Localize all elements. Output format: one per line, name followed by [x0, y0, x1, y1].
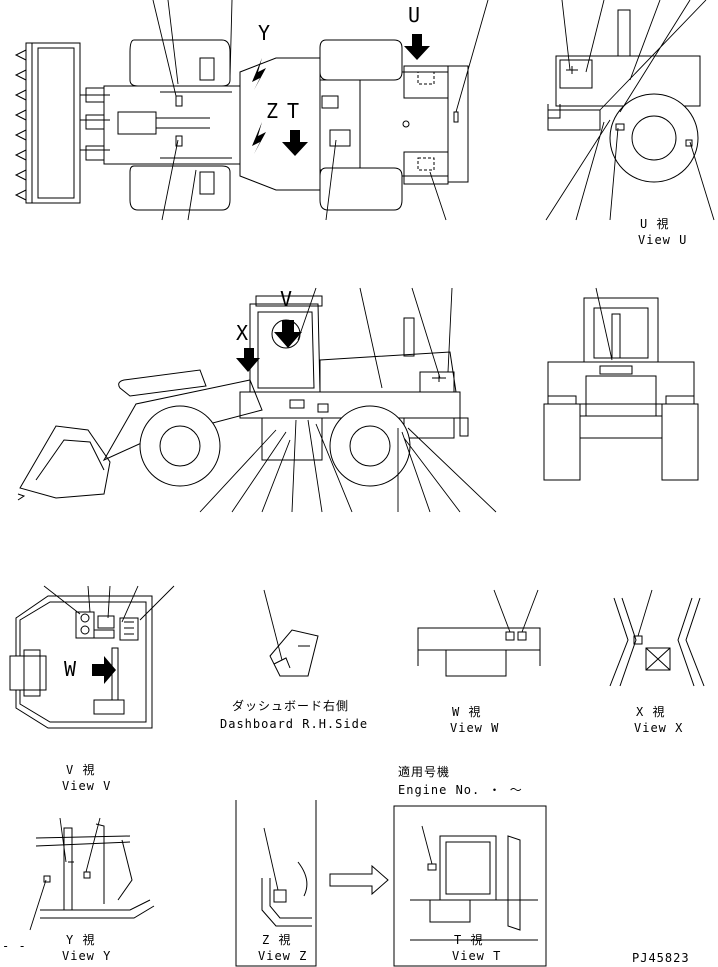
view-t-jp: T 視 [454, 932, 483, 947]
view-x-en: View X [634, 721, 683, 735]
dashboard-jp: ダッシュボード右側 [232, 698, 349, 713]
view-u-en: View U [638, 233, 687, 247]
arrow-letter-x: X [236, 321, 248, 345]
bucket-plan [14, 42, 110, 204]
view-z-drawing: Z 視 View Z [235, 800, 317, 967]
serial-en: Engine No. ・ ～ [398, 783, 523, 797]
view-v-drawing: W V 視 View V [9, 585, 175, 793]
arrow-letter-w: W [64, 657, 77, 681]
side-view: V X [17, 287, 497, 513]
view-w-drawing: W 視 View W [417, 589, 541, 735]
view-z-en: View Z [258, 949, 307, 963]
view-y-drawing: Y 視 View Y [29, 817, 155, 963]
rear-view [543, 287, 699, 481]
view-w-en: View W [450, 721, 499, 735]
arrow-letter-u: U [408, 3, 420, 27]
dashboard-drawing: ダッシュボード右側 Dashboard R.H.Side [220, 589, 368, 731]
corner-mark: - - [2, 939, 27, 953]
view-y-en: View Y [62, 949, 111, 963]
dashboard-en: Dashboard R.H.Side [220, 717, 368, 731]
view-x-jp: X 視 [636, 704, 665, 719]
view-v-jp: V 視 [66, 762, 95, 777]
arrow-letter-v: V [280, 287, 292, 311]
view-u-jp: U 視 [640, 216, 669, 231]
serial-jp: 適用号機 [398, 764, 450, 779]
view-t-en: View T [452, 949, 501, 963]
view-u-drawing: U 視 View U [545, 0, 715, 247]
view-t-drawing: T 視 View T [393, 805, 547, 967]
arrow-letter-z: Z [266, 99, 278, 123]
view-x-drawing: X 視 View X [609, 589, 705, 735]
top-view: Y U Z T [14, 0, 489, 221]
view-y-jp: Y 視 [66, 932, 95, 947]
view-v-en: View V [62, 779, 111, 793]
z-to-t-arrow [329, 864, 389, 896]
arrow-letter-t: T [287, 99, 299, 123]
arrow-letter-y: Y [258, 21, 270, 45]
view-z-jp: Z 視 [262, 932, 291, 947]
drawing-number: PJ45823 [632, 951, 690, 965]
view-w-jp: W 視 [452, 704, 481, 719]
